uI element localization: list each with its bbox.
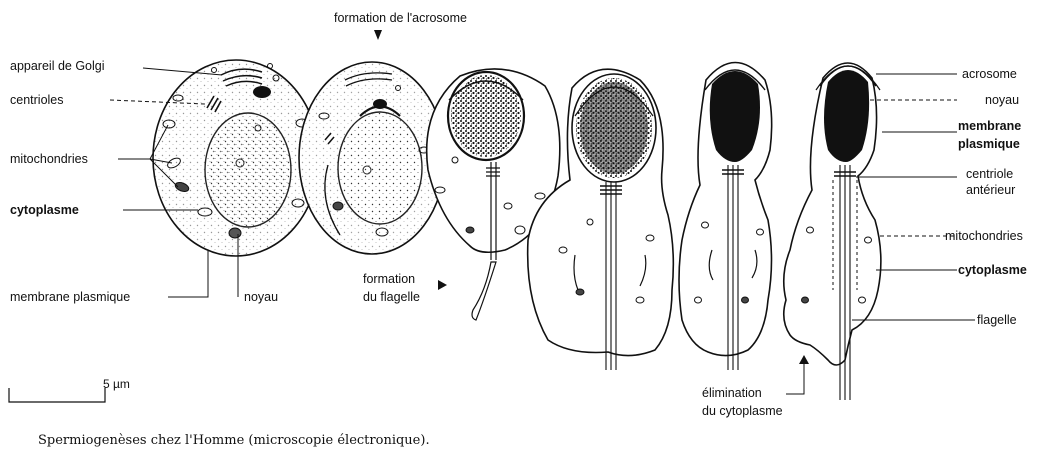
label-acrosome-right: acrosome [962, 67, 1017, 81]
label-mitochondries-left: mitochondries [10, 152, 88, 166]
elimination-arrow-icon [799, 355, 809, 364]
label-formation-flagelle-2: du flagelle [363, 290, 420, 304]
cell-6-spermatozoon [784, 63, 881, 400]
label-cytoplasme-right: cytoplasme [958, 263, 1027, 277]
label-flagelle: flagelle [977, 313, 1017, 327]
label-centrioles: centrioles [10, 93, 64, 107]
cell-5-condensed [679, 63, 772, 371]
scale-bar [9, 388, 105, 402]
label-golgi: appareil de Golgi [10, 59, 105, 73]
label-centriole-2: antérieur [966, 183, 1015, 197]
label-elimination-1: élimination [702, 386, 762, 400]
label-mitochondries-right: mitochondries [945, 229, 1023, 243]
label-centriole-1: centriole [966, 167, 1013, 181]
label-formation-flagelle-1: formation [363, 272, 415, 286]
label-membrane-left: membrane plasmique [10, 290, 130, 304]
label-noyau-left: noyau [244, 290, 278, 304]
flagellum-arrow-icon [438, 280, 447, 290]
label-formation-acrosome: formation de l'acrosome [334, 11, 467, 25]
label-elimination-2: du cytoplasme [702, 404, 783, 418]
scale-bar-label: 5 µm [103, 377, 130, 391]
label-cytoplasme-left: cytoplasme [10, 203, 79, 217]
cell-1-spermatid [153, 60, 319, 256]
acrosome-arrow-icon [374, 30, 382, 40]
label-membrane-right-1: membrane [958, 119, 1021, 133]
label-membrane-right-2: plasmique [958, 137, 1020, 151]
label-noyau-right: noyau [985, 93, 1019, 107]
cell-2-acrosome-formation [299, 62, 445, 254]
figure-caption: Spermiogenèses chez l'Homme (microscopie… [38, 433, 430, 448]
